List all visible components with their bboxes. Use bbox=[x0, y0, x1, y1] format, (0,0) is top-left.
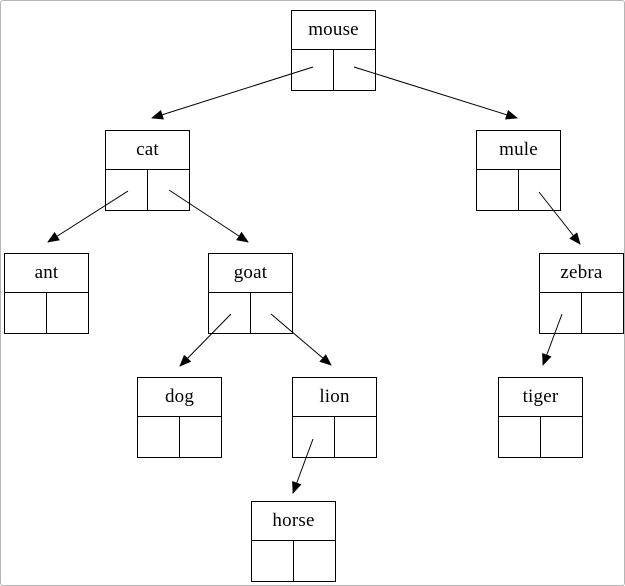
pointer-cells bbox=[138, 417, 221, 458]
right-pointer-cell bbox=[294, 541, 335, 582]
tree-node-zebra: zebra bbox=[539, 253, 624, 334]
tree-node-goat: goat bbox=[208, 253, 293, 334]
right-pointer-cell bbox=[335, 417, 376, 458]
pointer-cells bbox=[540, 293, 623, 334]
left-pointer-cell bbox=[477, 170, 519, 211]
right-pointer-cell bbox=[47, 293, 88, 334]
left-pointer-cell bbox=[209, 293, 251, 334]
node-label: mouse bbox=[292, 11, 375, 50]
right-pointer-cell bbox=[582, 293, 623, 334]
pointer-cells bbox=[5, 293, 88, 334]
left-pointer-cell bbox=[106, 170, 148, 211]
node-label: horse bbox=[252, 502, 335, 541]
node-label: goat bbox=[209, 254, 292, 293]
pointer-cells bbox=[252, 541, 335, 582]
left-pointer-cell bbox=[252, 541, 294, 582]
tree-node-tiger: tiger bbox=[498, 377, 583, 458]
left-pointer-cell bbox=[540, 293, 582, 334]
tree-node-dog: dog bbox=[137, 377, 222, 458]
left-pointer-cell bbox=[5, 293, 47, 334]
tree-node-mouse: mouse bbox=[291, 10, 376, 91]
right-pointer-cell bbox=[180, 417, 221, 458]
right-pointer-cell bbox=[251, 293, 292, 334]
node-label: mule bbox=[477, 131, 560, 170]
left-pointer-cell bbox=[292, 50, 334, 91]
pointer-cells bbox=[477, 170, 560, 211]
right-pointer-cell bbox=[334, 50, 375, 91]
node-label: zebra bbox=[540, 254, 623, 293]
left-pointer-cell bbox=[293, 417, 335, 458]
pointer-cells bbox=[209, 293, 292, 334]
tree-node-horse: horse bbox=[251, 501, 336, 582]
right-pointer-cell bbox=[148, 170, 189, 211]
node-label: cat bbox=[106, 131, 189, 170]
pointer-cells bbox=[499, 417, 582, 458]
node-label: ant bbox=[5, 254, 88, 293]
tree-node-ant: ant bbox=[4, 253, 89, 334]
left-pointer-cell bbox=[138, 417, 180, 458]
node-label: lion bbox=[293, 378, 376, 417]
pointer-cells bbox=[106, 170, 189, 211]
right-pointer-cell bbox=[519, 170, 560, 211]
left-pointer-cell bbox=[499, 417, 541, 458]
tree-node-mule: mule bbox=[476, 130, 561, 211]
edge-mouse-right-to-mule bbox=[353, 66, 518, 120]
pointer-cells bbox=[293, 417, 376, 458]
node-label: dog bbox=[138, 378, 221, 417]
tree-node-cat: cat bbox=[105, 130, 190, 211]
right-pointer-cell bbox=[541, 417, 582, 458]
pointer-cells bbox=[292, 50, 375, 91]
tree-node-lion: lion bbox=[292, 377, 377, 458]
edge-mouse-left-to-cat bbox=[151, 66, 314, 120]
node-label: tiger bbox=[499, 378, 582, 417]
